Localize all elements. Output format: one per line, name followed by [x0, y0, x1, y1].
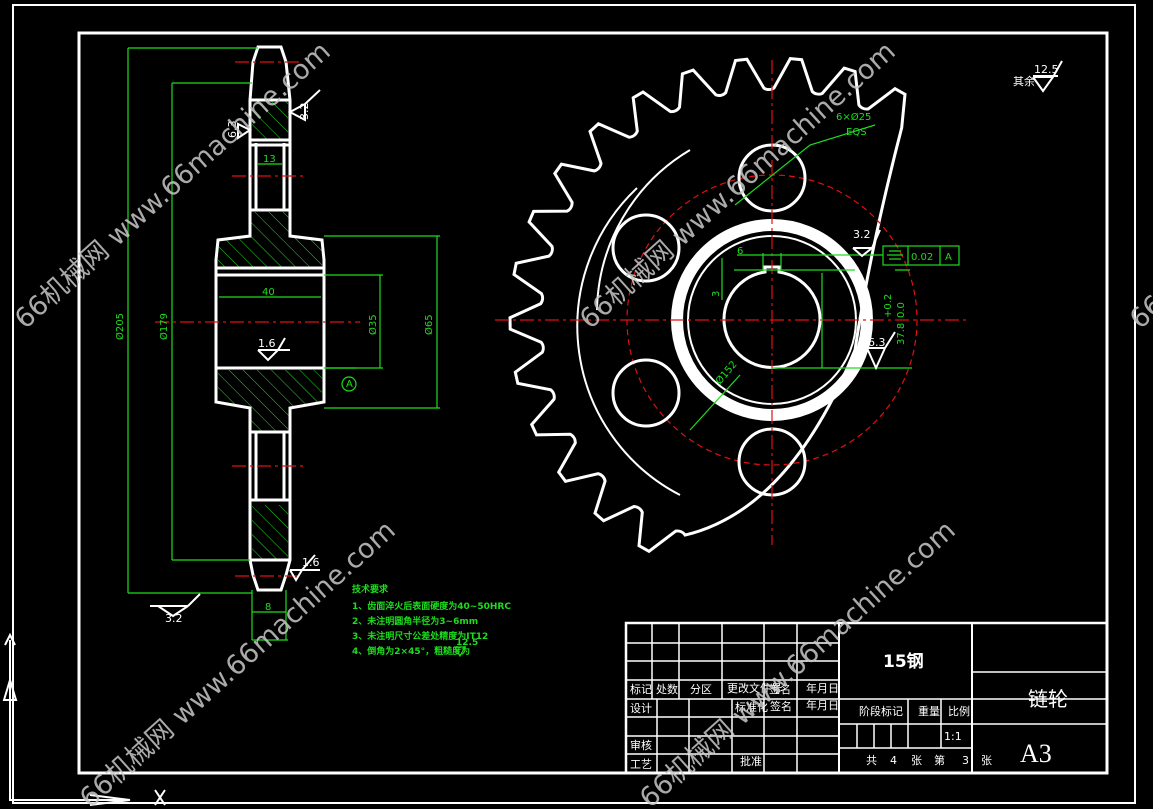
svg-text:批准: 批准 [740, 754, 762, 768]
svg-text:阶段标记: 阶段标记 [859, 704, 903, 718]
inner-frame [77, 31, 1109, 775]
tech-req-item-2: 2、未注明圆角半径为3~6mm [352, 615, 478, 627]
surface-finish-value: 12.5 [1034, 63, 1059, 76]
svg-text:标准化: 标准化 [735, 700, 768, 714]
svg-text:处数: 处数 [656, 683, 678, 696]
holes-spec: 6×Ø25 [836, 111, 871, 123]
roughness-1-6-tooth: 1.6 [302, 556, 320, 569]
watermarks: 66机械网 www.66machine.com 66机械网 www.66mach… [9, 36, 1153, 809]
svg-text:比例: 比例 [948, 704, 970, 718]
dim-tooth-width: 13 [263, 154, 276, 165]
tech-req-item-3: 3、未注明尺寸公差处精度为IT12 [352, 630, 488, 642]
tolerance-datum: A [945, 252, 952, 263]
key-dimension: 37.8 [896, 323, 907, 345]
sprocket-front-view [495, 57, 970, 554]
svg-text:工艺: 工艺 [630, 758, 652, 771]
tech-req-item-4: 4、倒角为2×45°，粗糙度为 [352, 645, 470, 657]
dim-outer-diameter: Ø205 [114, 313, 126, 340]
roughness-3-2-bottom: 3.2 [165, 612, 183, 625]
roughness-1-6-hub: 1.6 [258, 337, 276, 350]
key-tolerance-upper: +0.2 [883, 294, 894, 318]
svg-text:标记: 标记 [630, 682, 652, 696]
svg-text:签名: 签名 [769, 682, 791, 696]
ucs-icon [2, 632, 166, 806]
datum-label: A [346, 379, 353, 390]
keyway-depth: 3 [711, 291, 722, 297]
outer-frame [12, 4, 1136, 804]
dim-hub-diameter: Ø65 [423, 314, 435, 335]
svg-text:第: 第 [934, 753, 945, 767]
roughness-6-3-key: 6.3 [868, 336, 886, 349]
svg-text:共: 共 [866, 754, 877, 767]
svg-text:分区: 分区 [690, 683, 712, 696]
dim-pitch-diameter: Ø179 [158, 313, 170, 340]
dim-bore-diameter: Ø35 [367, 314, 379, 335]
title-block [624, 621, 1109, 775]
keyway-width: 6 [737, 246, 743, 257]
svg-text:重量: 重量 [918, 704, 940, 718]
svg-text:4: 4 [890, 754, 897, 767]
title-block-labels: 标记 处数 分区 更改文件号 签名 年月日 设计 标准化 签名 年月日 审核 工… [630, 681, 992, 771]
hole-upper-left [611, 213, 681, 283]
tech-req-item-4-roughness: 12.5 [456, 638, 478, 648]
svg-text:66机械网 www.66machine.com: 66机械网 www.66machine.com [1124, 36, 1153, 335]
svg-text:张: 张 [911, 754, 922, 767]
part-name: 链轮 [1028, 687, 1068, 711]
section-view [127, 45, 440, 641]
svg-text:年月日: 年月日 [806, 681, 839, 695]
svg-text:年月日: 年月日 [806, 698, 839, 712]
bore-with-keyway [722, 265, 822, 369]
hole-lower-left [611, 358, 681, 428]
roughness-3-2-right: 3.2 [298, 103, 311, 121]
svg-text:66机械网 www.66machine.com: 66机械网 www.66machine.com [9, 36, 337, 335]
svg-text:66机械网 www.66machine.com: 66机械网 www.66machine.com [74, 515, 402, 809]
svg-text:更改文件号: 更改文件号 [727, 681, 782, 695]
key-tolerance-lower: 0.0 [896, 302, 907, 318]
dim-chamfer-width: 8 [265, 602, 271, 613]
material: 15钢 [883, 651, 924, 672]
svg-text:66机械网 www.66machine.com: 66机械网 www.66machine.com [574, 36, 902, 335]
tech-req-title: 技术要求 [352, 583, 389, 595]
dim-hub-width: 40 [262, 287, 275, 298]
surface-finish-label: 其余 [1013, 74, 1035, 88]
svg-text:张: 张 [981, 754, 992, 767]
sheet-size: A3 [1020, 739, 1052, 768]
roughness-symbols [150, 89, 321, 618]
svg-text:1:1: 1:1 [944, 730, 962, 743]
pcd-label: Ø152 [713, 359, 740, 387]
roughness-3-2-bore: 3.2 [853, 228, 871, 241]
holes-eqs: EQS [846, 127, 867, 138]
tolerance-value: 0.02 [911, 252, 933, 263]
svg-text:审核: 审核 [630, 738, 652, 752]
tech-req-item-1: 1、齿面淬火后表面硬度为40~50HRC [352, 600, 511, 612]
svg-text:设计: 设计 [630, 702, 652, 715]
roughness-6-3-left: 6.3 [226, 121, 239, 139]
svg-text:签名: 签名 [770, 699, 792, 713]
svg-text:3: 3 [962, 754, 969, 767]
